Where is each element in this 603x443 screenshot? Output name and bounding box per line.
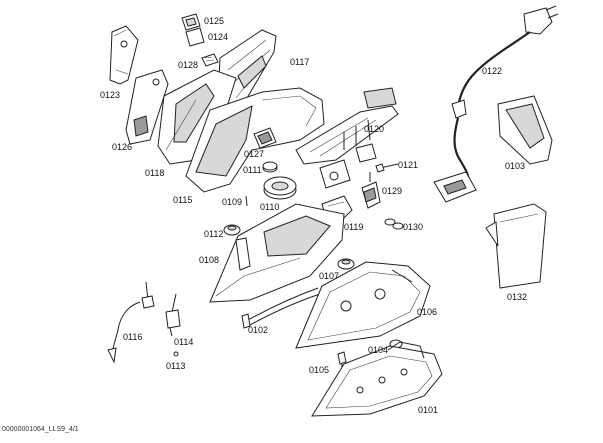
- label-0106: 0106: [417, 307, 438, 317]
- part-0103-drawing: [497, 95, 553, 165]
- part-0132-drawing: [485, 203, 547, 289]
- part-0124-drawing: [185, 27, 205, 47]
- part-0128-drawing: [201, 53, 219, 67]
- part-0102-drawing: [241, 287, 321, 329]
- label-0116: 0116: [123, 332, 143, 342]
- label-0123: 0123: [100, 90, 121, 100]
- part-0108-drawing: [209, 203, 345, 303]
- label-0110: 0110: [260, 202, 280, 212]
- label-0105: 0105: [309, 365, 330, 375]
- part-0130-drawing: [384, 218, 404, 230]
- label-0128: 0128: [178, 60, 199, 70]
- label-0102: 0102: [248, 325, 269, 335]
- part-0129-drawing: [361, 172, 381, 209]
- label-0124: 0124: [208, 32, 229, 42]
- part-0117-drawing: [217, 29, 277, 117]
- label-0125: 0125: [204, 16, 225, 26]
- part-0113-drawing: [173, 351, 179, 357]
- label-0118: 0118: [145, 168, 165, 178]
- label-0103: 0103: [505, 161, 526, 171]
- label-0113: 0113: [166, 361, 186, 371]
- part-0122-drawing: [433, 5, 559, 203]
- label-0111: 0111: [243, 165, 262, 175]
- part-0107-drawing: [337, 258, 355, 270]
- label-0120: 0120: [364, 124, 385, 134]
- label-0104: 0104: [368, 345, 389, 355]
- label-0127: 0127: [244, 149, 265, 159]
- part-0115-drawing: [185, 87, 325, 193]
- part-0125-drawing: [181, 13, 201, 31]
- part-0123-drawing: [109, 25, 139, 85]
- part-0106-drawing: [295, 261, 431, 349]
- part-0111-drawing: [262, 161, 278, 173]
- label-0119: 0119: [344, 222, 364, 232]
- label-0122: 0122: [482, 66, 503, 76]
- part-0121-drawing: [375, 163, 399, 173]
- part-0116-drawing: [107, 281, 155, 364]
- part-0112-drawing: [223, 224, 241, 236]
- label-0126: 0126: [112, 142, 133, 152]
- label-0112: 0112: [204, 229, 224, 239]
- label-0130: 0130: [403, 222, 424, 232]
- part-0126-drawing: [125, 69, 169, 145]
- label-0107: 0107: [319, 271, 340, 281]
- drawing-reference: 00000001064_LLS9_4/1: [2, 426, 79, 433]
- part-0109-drawing: [245, 195, 248, 207]
- part-0114-drawing: [165, 293, 181, 337]
- label-0101: 0101: [418, 405, 439, 415]
- part-0101-drawing: [311, 341, 443, 417]
- thermostat-drawing: [319, 159, 351, 189]
- label-0109: 0109: [222, 197, 243, 207]
- part-0127-drawing: [253, 127, 277, 149]
- label-0129: 0129: [382, 186, 403, 196]
- label-0121: 0121: [398, 160, 419, 170]
- label-0114: 0114: [174, 337, 194, 347]
- part-0110-drawing: [263, 176, 297, 200]
- label-0115: 0115: [173, 195, 193, 205]
- part-0120-drawing: [295, 87, 399, 165]
- label-0132: 0132: [507, 292, 528, 302]
- label-0117: 0117: [290, 57, 310, 67]
- label-0108: 0108: [199, 255, 220, 265]
